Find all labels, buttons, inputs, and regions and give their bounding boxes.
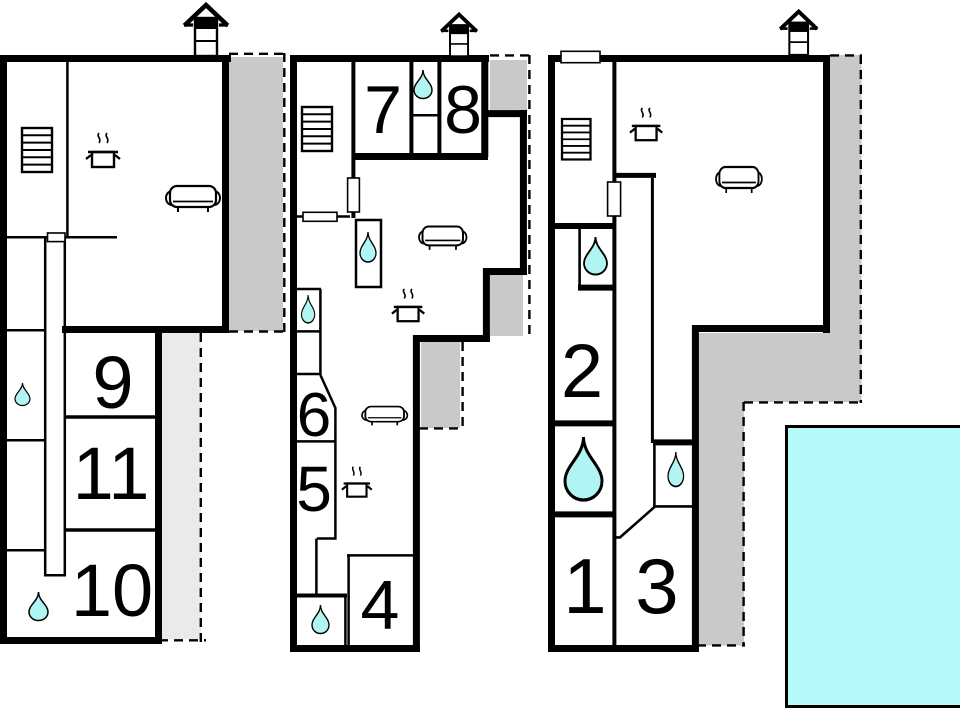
terrace-area [490, 275, 523, 336]
floor-plan-left: 9 11 10 [0, 5, 286, 644]
stairs-icon [560, 117, 592, 161]
walls [0, 55, 231, 644]
room-label-11: 11 [73, 432, 150, 515]
door-marker [560, 50, 601, 64]
walls [578, 178, 697, 539]
door-marker [606, 181, 622, 217]
room-label-6: 6 [297, 381, 331, 450]
walls [612, 62, 656, 648]
door-marker [302, 211, 338, 223]
stairs-icon [300, 105, 334, 153]
walls [294, 114, 440, 649]
walls [551, 223, 698, 518]
room-label-5: 5 [296, 453, 332, 525]
room-label-10: 10 [71, 549, 153, 632]
terrace-boundary [697, 54, 862, 647]
room-label-3: 3 [635, 542, 678, 630]
door-marker [346, 177, 361, 213]
terrace-area [229, 57, 283, 331]
room-label-9: 9 [92, 341, 133, 424]
stairs-icon [20, 126, 54, 174]
room-label-8: 8 [444, 72, 482, 148]
floor-plan-right: 2 1 3 [548, 9, 862, 652]
room-label-2: 2 [561, 329, 603, 414]
walls [290, 55, 527, 652]
room-label-7: 7 [364, 72, 402, 148]
terrace-area [421, 342, 460, 428]
room-label-4: 4 [361, 566, 400, 644]
swimming-pool [785, 425, 960, 708]
terrace-boundary [419, 54, 531, 430]
terrace-boundary [159, 52, 286, 642]
terrace-area [698, 55, 862, 646]
floor-plan-middle: 7 8 6 5 4 [290, 12, 531, 652]
terrace-area [160, 333, 201, 639]
walls [4, 62, 117, 577]
terrace-area [490, 60, 527, 111]
walls [65, 415, 156, 532]
room-label-1: 1 [563, 542, 606, 630]
door-marker [46, 232, 66, 243]
